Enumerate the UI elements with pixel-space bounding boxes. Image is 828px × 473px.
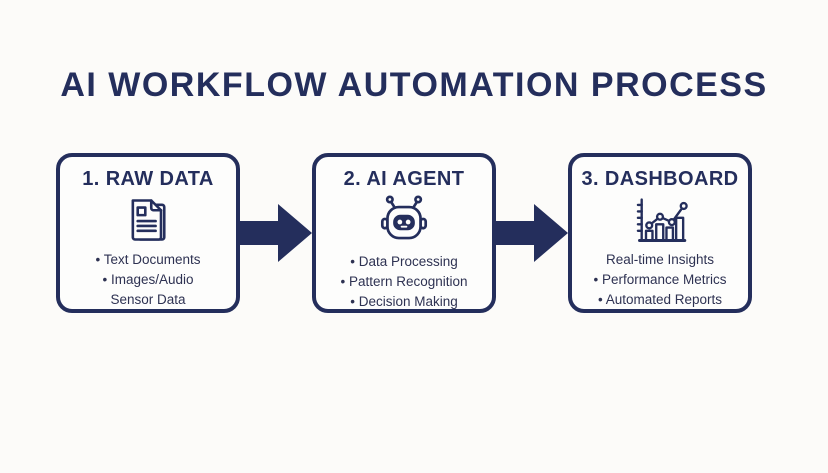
box-bullet-list: • Text Documents • Images/Audio Sensor D…	[95, 250, 200, 310]
box-title: 1. RAW DATA	[82, 168, 214, 190]
bullet-line: • Decision Making	[350, 294, 458, 309]
bullet-line: • Performance Metrics	[593, 272, 727, 287]
chart-icon	[632, 194, 688, 246]
bullet-line: • Data Processing	[350, 254, 458, 269]
flow-box-ai-agent: 2. AI AGENT • Data Processing	[312, 153, 496, 313]
flow-box-raw-data: 1. RAW DATA • Text Documents • Images/Au…	[56, 153, 240, 313]
bullet-line: • Text Documents	[95, 252, 201, 267]
bullet-line: Sensor Data	[110, 292, 186, 307]
robot-icon	[373, 194, 435, 248]
page-title: AI WORKFLOW AUTOMATION PROCESS	[60, 66, 768, 104]
box-bullet-list: • Data Processing • Pattern Recognition …	[340, 252, 467, 312]
flow-box-dashboard: 3. DASHBOARD	[568, 153, 752, 313]
bullet-line: • Images/Audio	[102, 272, 194, 287]
flow-row: 1. RAW DATA • Text Documents • Images/Au…	[56, 153, 772, 313]
flow-arrow-2	[496, 153, 568, 313]
bullet-line: Real-time Insights	[605, 252, 715, 267]
document-icon	[122, 194, 174, 246]
bullet-line: • Automated Reports	[597, 292, 723, 307]
box-title: 3. DASHBOARD	[581, 168, 739, 190]
box-bullet-list: Real-time Insights • Performance Metrics…	[593, 250, 726, 310]
box-title: 2. AI AGENT	[343, 168, 465, 190]
right-arrow-icon	[240, 204, 312, 262]
right-arrow-icon	[496, 204, 568, 262]
bullet-line: • Pattern Recognition	[340, 274, 468, 289]
flow-arrow-1	[240, 153, 312, 313]
